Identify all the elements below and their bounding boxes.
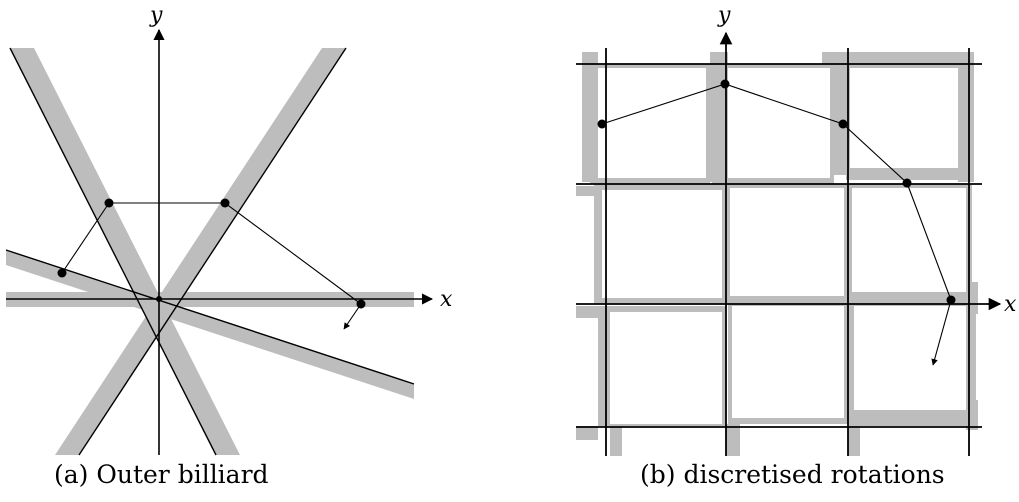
panel-a-boundary-lines	[5, 47, 415, 456]
cell-shade	[594, 184, 726, 304]
origin-point	[156, 296, 162, 302]
orbit-path-a	[61, 202, 362, 305]
shade-bar	[958, 52, 974, 182]
orbit-point	[356, 299, 366, 309]
cell-shade	[598, 306, 726, 426]
caption-a: (a) Outer billiard	[54, 460, 269, 489]
shade-bar	[852, 410, 972, 424]
shade-bar	[822, 52, 972, 66]
shade-bar	[576, 426, 598, 440]
orbit-point	[220, 198, 230, 208]
line-shallow	[5, 249, 415, 385]
cell-shade	[830, 52, 972, 175]
shade-bar	[610, 426, 622, 456]
orbit-point	[720, 79, 730, 89]
band-steep-right	[55, 48, 346, 455]
line-steep-right	[78, 47, 347, 456]
x-axis-label-b: x	[1004, 292, 1017, 317]
band-steep-left	[10, 48, 240, 455]
orbit-point	[902, 178, 912, 188]
orbit-points-a	[57, 198, 366, 309]
y-axis-label-b: y	[717, 3, 731, 28]
cell-shade	[848, 292, 976, 426]
y-axis-label-a: y	[149, 3, 163, 28]
orbit-arrow-a	[343, 303, 362, 330]
shade-bar	[726, 424, 740, 456]
shade-bar	[848, 292, 976, 306]
shade-bar	[848, 424, 860, 456]
shade-bar	[582, 52, 598, 182]
orbit-point	[838, 119, 848, 129]
line-steep-left	[9, 47, 217, 456]
cell-shade	[726, 184, 848, 304]
shade-bar	[846, 168, 974, 180]
shade-bar	[966, 282, 978, 314]
shade-bar	[966, 400, 978, 430]
band-shallow	[6, 250, 414, 399]
orbit-point	[104, 198, 114, 208]
shade-bar	[576, 306, 598, 318]
orbit-points-b	[597, 79, 956, 305]
shade-bar	[576, 186, 598, 196]
panel-b-grid-lines	[576, 48, 982, 456]
panel-a-outer-billiard: x y	[5, 3, 453, 456]
cell-shade	[712, 64, 834, 184]
cell-shade	[590, 64, 710, 184]
orbit-arrow-b	[931, 299, 952, 366]
cell-shade	[728, 304, 848, 424]
orbit-point	[946, 295, 956, 305]
caption-b: (b) discretised rotations	[640, 460, 945, 489]
panel-a-gray-bands	[6, 48, 414, 455]
panel-b-discretised-rotations: x y	[576, 3, 1017, 456]
cell-shade	[848, 184, 972, 304]
orbit-point	[57, 268, 67, 278]
x-axis-label-a: x	[440, 287, 453, 312]
orbit-path-b	[601, 83, 952, 301]
orbit-point	[597, 119, 607, 129]
